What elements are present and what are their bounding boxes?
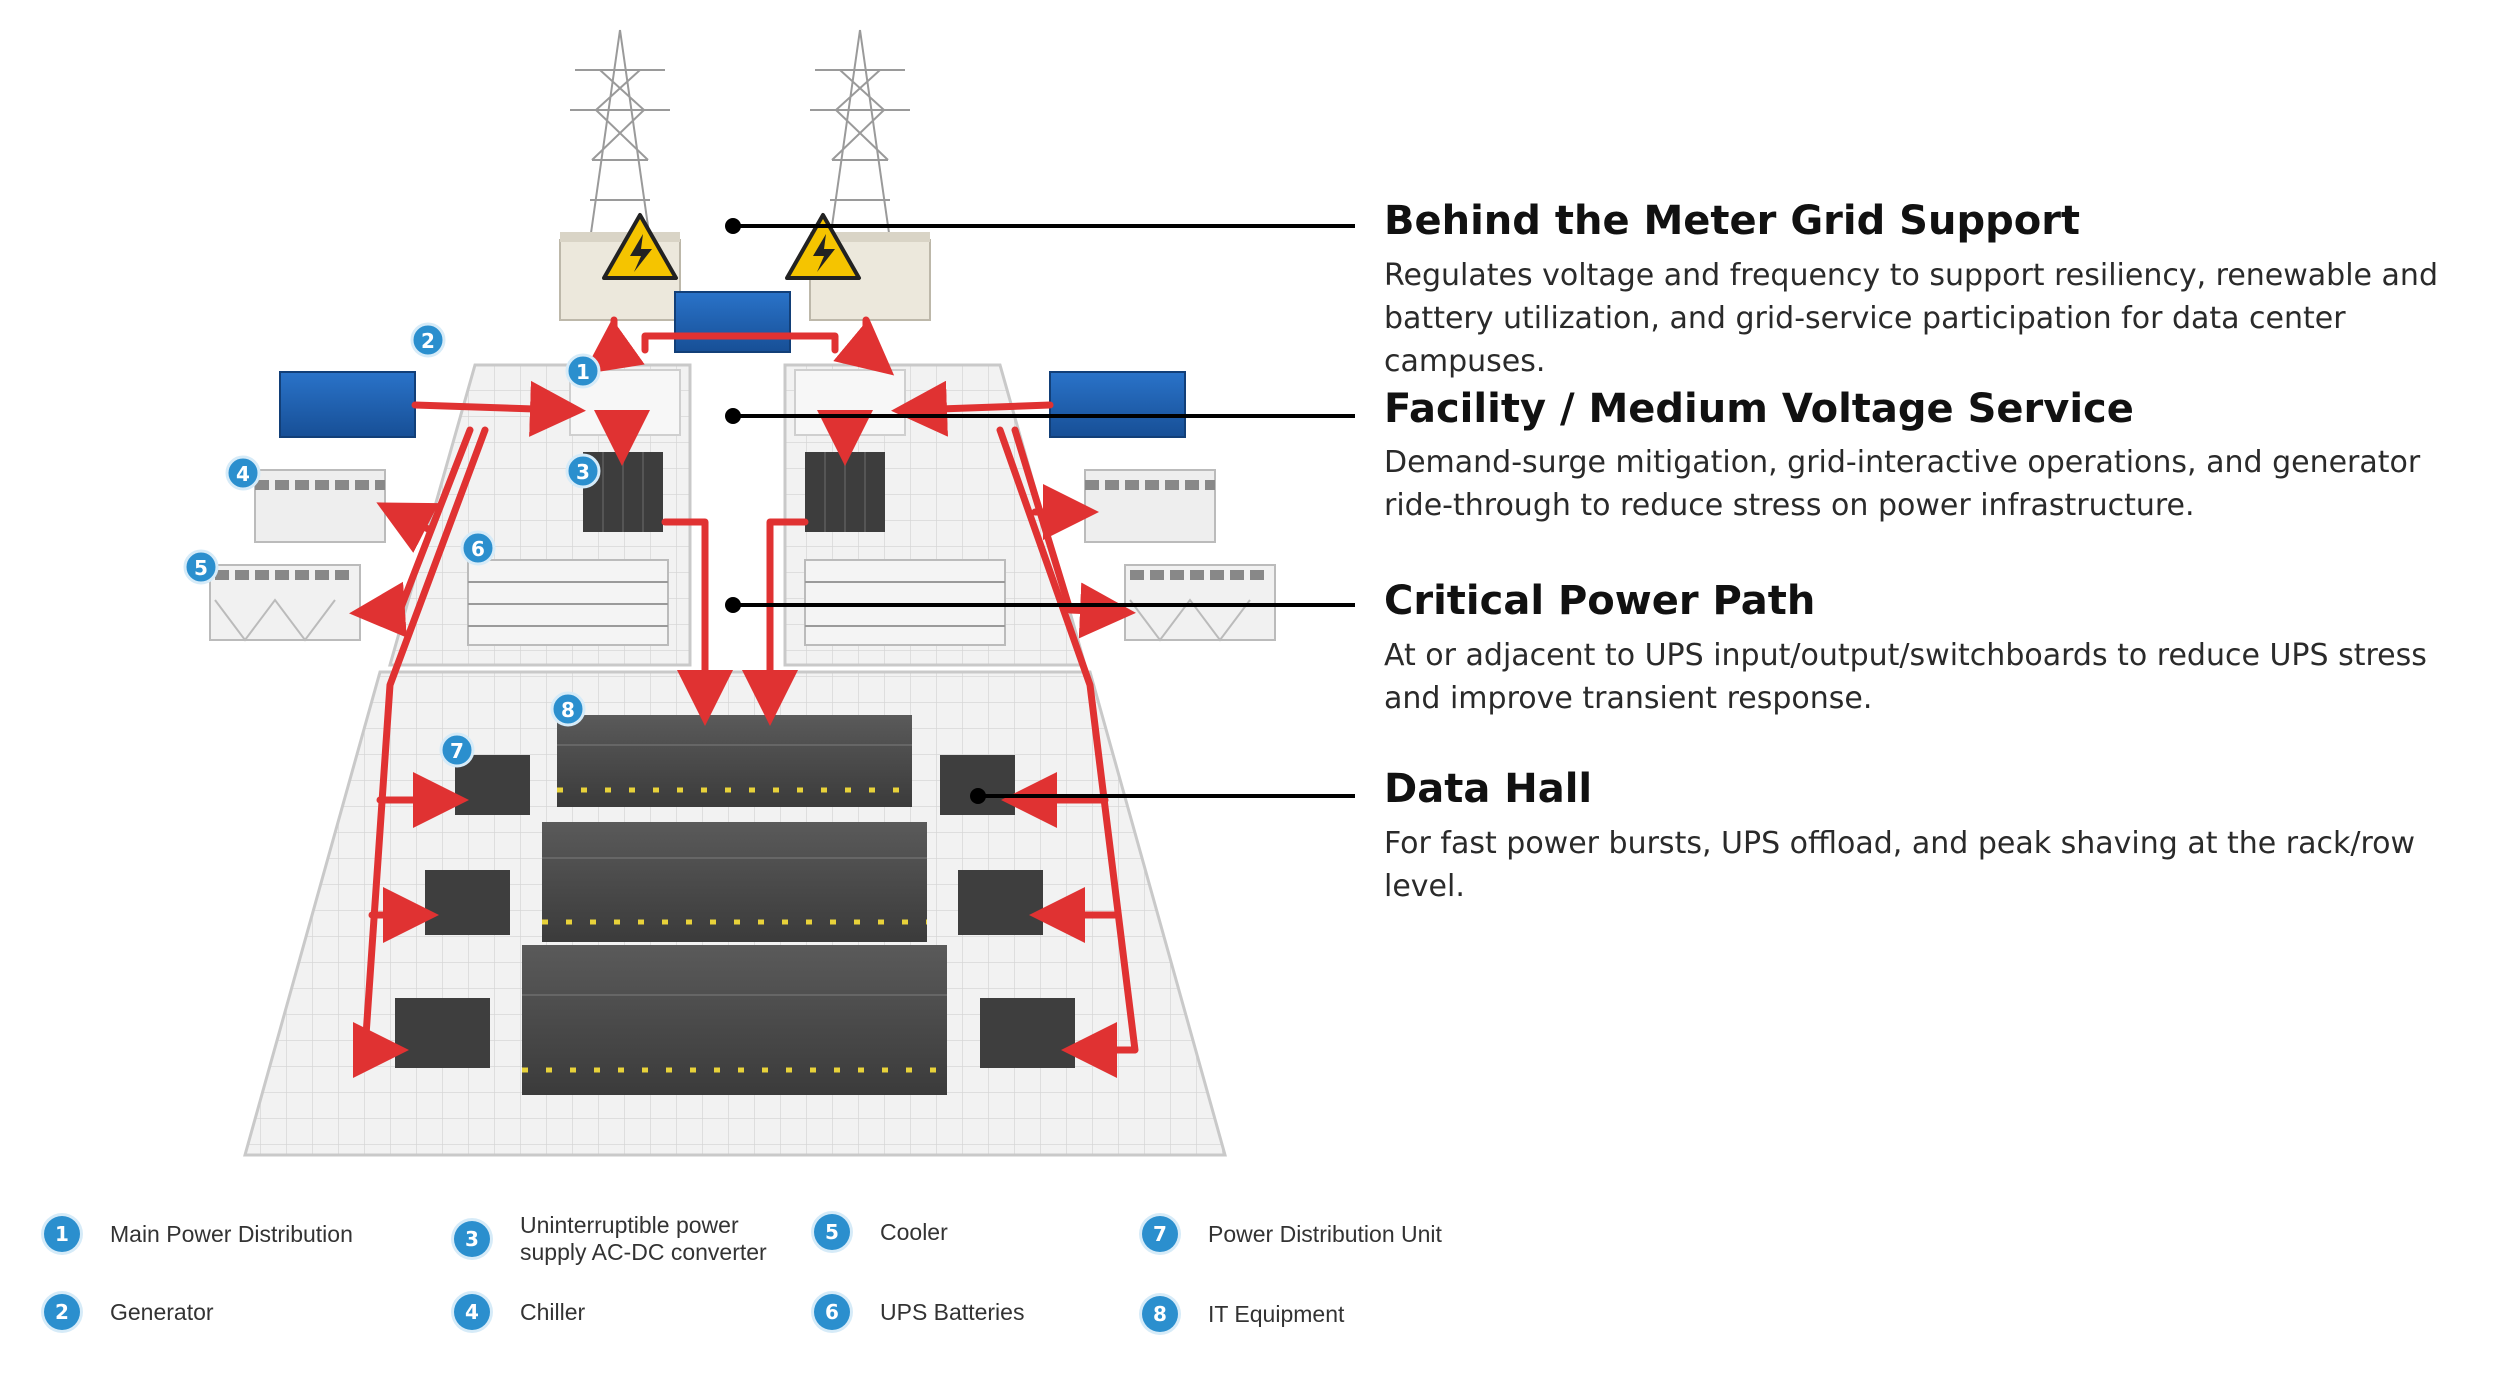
- transmission-tower-icon: [570, 29, 670, 241]
- svg-text:4: 4: [236, 462, 250, 486]
- high-voltage-warning-icon: [785, 213, 861, 280]
- legend-badge: 3: [454, 1221, 490, 1257]
- main-power-distribution-right: [794, 369, 906, 436]
- callout-title-critical-power: Critical Power Path: [1384, 578, 1816, 624]
- callout-desc-facility: Demand-surge mitigation, grid-interactiv…: [1384, 445, 2421, 523]
- callout-title-grid-support: Behind the Meter Grid Support: [1384, 198, 2081, 244]
- legend-label: IT Equipment: [1208, 1300, 1345, 1327]
- svg-text:8: 8: [561, 698, 575, 722]
- legend-badge: 1: [44, 1216, 80, 1252]
- legend-item: 5 Cooler: [814, 1214, 1180, 1250]
- generator-center: [674, 291, 791, 353]
- legend-label: UPS Batteries: [880, 1298, 1025, 1325]
- diagram-badge-3: 3: [565, 453, 601, 489]
- high-voltage-warning-icon: [602, 213, 678, 280]
- generator-right: [1049, 371, 1186, 438]
- legend-item: 1 Main Power Distribution: [44, 1216, 410, 1252]
- ups-converter-right: [805, 452, 885, 532]
- chiller-right: [1084, 469, 1216, 543]
- legend-badge: 7: [1142, 1216, 1178, 1252]
- callout-desc-critical-power: At or adjacent to UPS input/output/switc…: [1384, 638, 2427, 716]
- legend-item: 6 UPS Batteries: [814, 1294, 1180, 1330]
- legend-item: 2 Generator: [44, 1294, 410, 1330]
- callout-desc-grid-support: Regulates voltage and frequency to suppo…: [1384, 258, 2438, 379]
- svg-text:7: 7: [450, 739, 464, 763]
- diagram-badge-6: 6: [460, 530, 496, 566]
- callout-title-facility: Facility / Medium Voltage Service: [1384, 386, 2134, 432]
- svg-text:2: 2: [421, 329, 435, 353]
- diagram-badge-7: 7: [439, 732, 475, 768]
- legend-badge: 2: [44, 1294, 80, 1330]
- diagram-badge-8: 8: [550, 691, 586, 727]
- legend-label: Generator: [110, 1298, 214, 1325]
- svg-text:5: 5: [194, 556, 208, 580]
- diagram-badge-4: 4: [225, 455, 261, 491]
- legend-item: 3 Uninterruptible power supply AC-DC con…: [454, 1212, 790, 1266]
- svg-text:6: 6: [471, 537, 485, 561]
- legend-item: 4 Chiller: [454, 1294, 820, 1330]
- power-lines: [349, 316, 1139, 1078]
- legend-badge: 6: [814, 1294, 850, 1330]
- legend-badge: 8: [1142, 1296, 1178, 1332]
- callout-desc-data-hall: For fast power bursts, UPS offload, and …: [1384, 826, 2416, 904]
- generator-left: [279, 371, 416, 438]
- legend-label: Chiller: [520, 1298, 586, 1325]
- cooler-left: [209, 564, 361, 642]
- legend-label: Cooler: [880, 1218, 948, 1245]
- diagram-badge-5: 5: [183, 549, 219, 585]
- svg-text:1: 1: [576, 360, 590, 384]
- legend-item: 7 Power Distribution Unit: [1142, 1216, 1508, 1252]
- legend-badge: 4: [454, 1294, 490, 1330]
- data-center-diagram: 1 2 3 4 5 6 7 8: [183, 29, 1276, 1157]
- it-equipment-racks: [522, 715, 947, 1095]
- legend-label: Main Power Distribution: [110, 1220, 353, 1247]
- svg-text:3: 3: [576, 460, 590, 484]
- legend-item: 8 IT Equipment: [1142, 1296, 1508, 1332]
- ups-batteries-right: [804, 559, 1006, 646]
- transmission-tower-icon: [810, 29, 910, 241]
- chiller-left: [254, 469, 386, 543]
- legend-badge: 5: [814, 1214, 850, 1250]
- legend-label: Power Distribution Unit: [1208, 1220, 1442, 1247]
- diagram-badge-1: 1: [565, 353, 601, 389]
- cooler-right: [1124, 564, 1276, 642]
- callout-title-data-hall: Data Hall: [1384, 766, 1593, 812]
- ups-batteries-left: [467, 559, 669, 646]
- diagram-badge-2: 2: [410, 322, 446, 358]
- legend-label: Uninterruptible power supply AC-DC conve…: [520, 1212, 767, 1265]
